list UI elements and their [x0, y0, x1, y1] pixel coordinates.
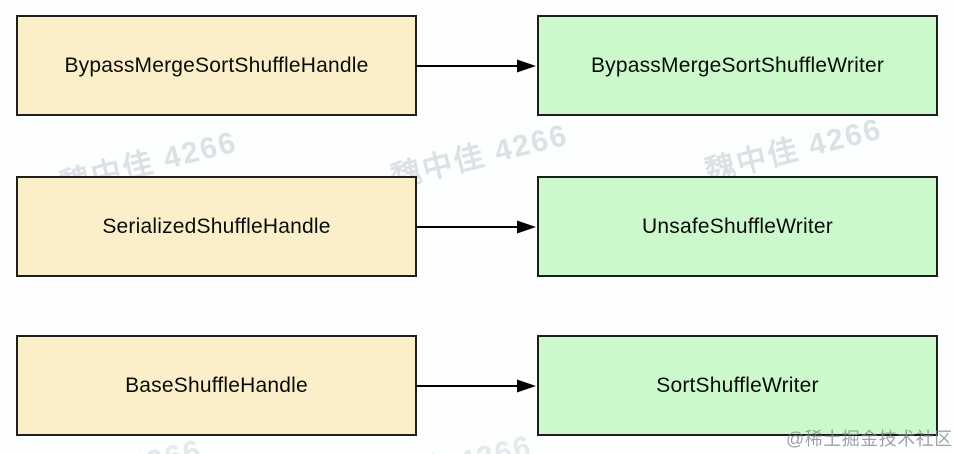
node-label: SerializedShuffleHandle [102, 214, 331, 238]
node-label: BypassMergeSortShuffleHandle [64, 53, 369, 77]
right-arrow-icon [417, 379, 536, 392]
node-label: BypassMergeSortShuffleWriter [590, 53, 885, 77]
node-label: BaseShuffleHandle [125, 373, 308, 397]
community-watermark: @稀土掘金技术社区 [786, 429, 953, 449]
right-arrow-icon [417, 59, 536, 72]
flow-row-base: BaseShuffleHandle SortShuffleWriter [0, 335, 954, 436]
node-serialized-shuffle-handle: SerializedShuffleHandle [16, 176, 417, 277]
node-label: SortShuffleWriter [656, 373, 819, 397]
node-bypass-merge-sort-shuffle-handle: BypassMergeSortShuffleHandle [16, 15, 417, 116]
flow-row-bypass: BypassMergeSortShuffleHandle BypassMerge… [0, 15, 954, 116]
node-unsafe-shuffle-writer: UnsafeShuffleWriter [537, 176, 938, 277]
flow-row-serialized: SerializedShuffleHandle UnsafeShuffleWri… [0, 176, 954, 277]
node-sort-shuffle-writer: SortShuffleWriter [537, 335, 938, 436]
node-bypass-merge-sort-shuffle-writer: BypassMergeSortShuffleWriter [537, 15, 938, 116]
node-label: UnsafeShuffleWriter [642, 214, 833, 238]
right-arrow-icon [417, 220, 536, 233]
node-base-shuffle-handle: BaseShuffleHandle [16, 335, 417, 436]
